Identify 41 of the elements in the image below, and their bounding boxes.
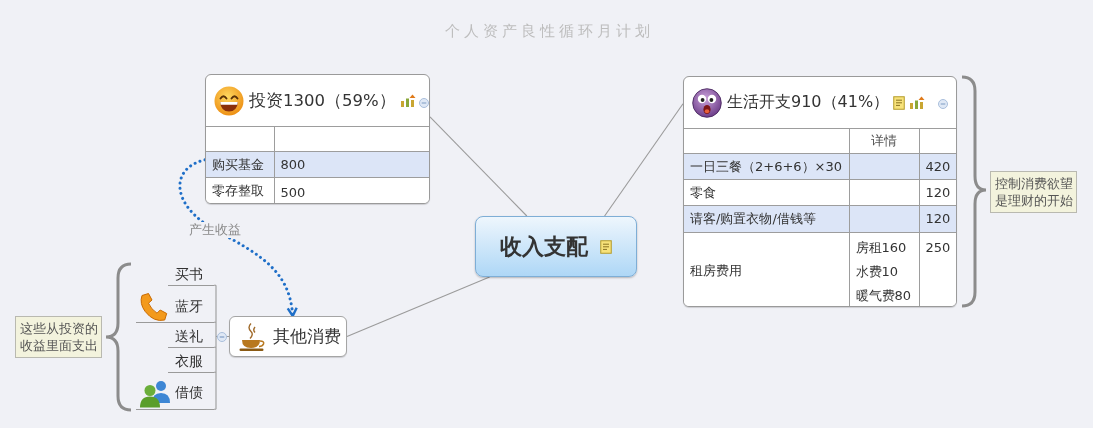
topic-card — [683, 76, 957, 307]
underlined-topic — [168, 264, 214, 286]
table-cell: 120 — [919, 179, 956, 206]
table-cell: 租房费用 — [684, 232, 849, 306]
table-cell: 零存整取 — [206, 177, 274, 203]
topic-text: 蓝牙 — [175, 298, 203, 316]
table-cell: 详情 — [849, 128, 919, 154]
table-cell: 800 — [274, 151, 429, 178]
central-topic — [475, 216, 637, 277]
cell-text: 暖气费80 — [855, 287, 913, 305]
table-cell: 120 — [919, 205, 956, 233]
topic-text: 送礼 — [175, 327, 203, 346]
table-cell: 购买基金 — [206, 151, 274, 178]
connector-line — [346, 276, 491, 338]
dotted-arrow — [178, 158, 298, 318]
underlined-topic — [136, 292, 214, 323]
topic-title: 收入支配 — [500, 232, 588, 261]
topic-card — [205, 74, 430, 204]
underlined-topic — [168, 326, 214, 348]
connector-line — [429, 116, 528, 217]
branch-lines — [213, 284, 230, 410]
topic-text: 衣服 — [175, 352, 203, 371]
diagram-title: 个人资产良性循环月计划 — [444, 22, 654, 41]
table-cell: 500 — [274, 177, 429, 203]
topic-title: 生活开支910（41%） — [727, 92, 890, 113]
table-cell: 请客/购置衣物/借钱等 — [684, 205, 849, 233]
topic-text: 借债 — [175, 384, 203, 402]
callout-box: 控制消费欲望是理财的开始 — [990, 171, 1077, 213]
cell-text: 水费10 — [855, 263, 900, 281]
edge-label: 产生收益 — [187, 221, 243, 238]
table-cell: 零食 — [684, 179, 849, 206]
connector-line — [604, 103, 684, 217]
topic-title: 投资1300（59%） — [249, 89, 396, 112]
underlined-topic — [168, 351, 214, 373]
topic-text: 买书 — [175, 265, 203, 284]
table-cell: 一日三餐（2+6+6）×30 — [684, 153, 849, 180]
table-cell: 250 — [919, 232, 956, 306]
callout-box: 这些从投资的收益里面支出 — [15, 316, 102, 358]
cell-text: 房租160 — [855, 239, 908, 257]
table-cell: 420 — [919, 153, 956, 180]
topic-title: 其他消费 — [273, 325, 341, 348]
